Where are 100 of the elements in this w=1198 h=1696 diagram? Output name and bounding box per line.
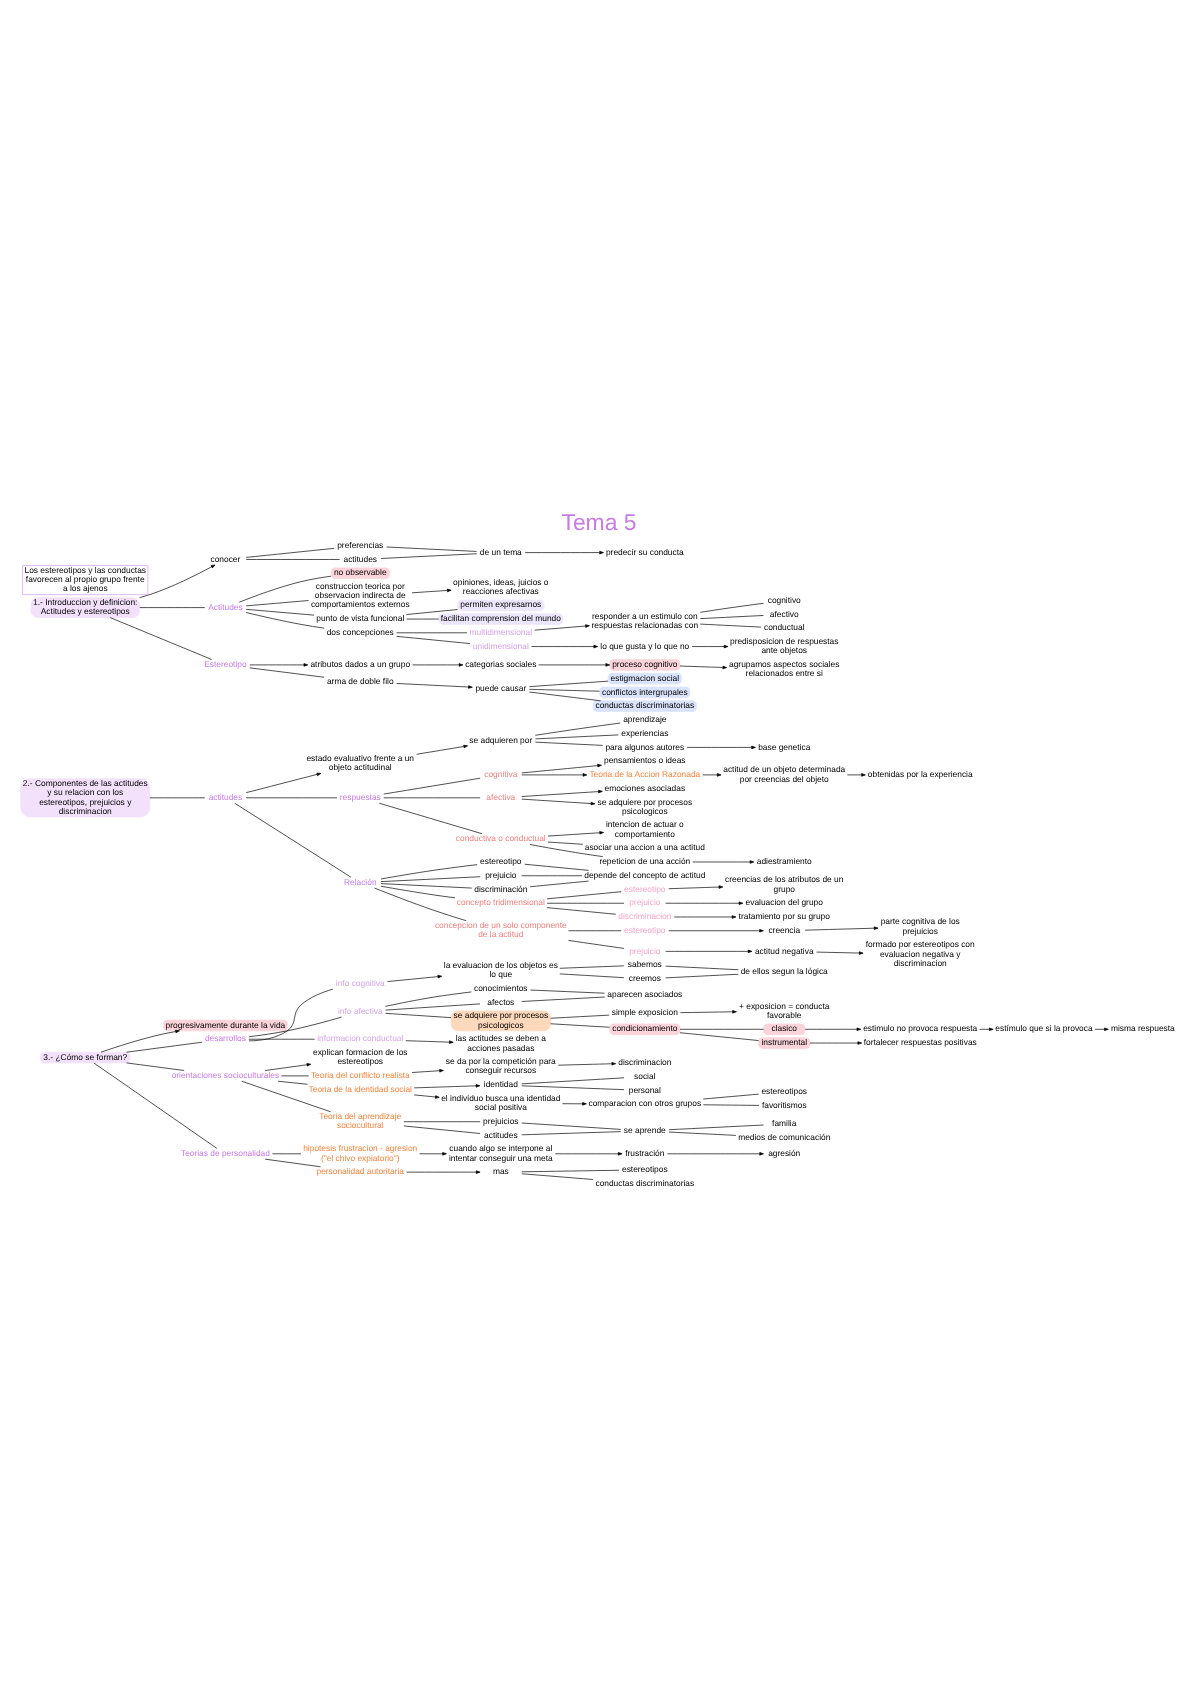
arrow	[521, 762, 602, 773]
connector	[530, 988, 605, 993]
connector	[380, 882, 473, 888]
arrow	[665, 948, 753, 953]
connector	[249, 666, 325, 677]
arrow	[668, 928, 764, 932]
arrow	[521, 772, 588, 776]
connector	[702, 1092, 759, 1099]
connector	[248, 987, 334, 1041]
connector	[238, 574, 332, 602]
arrow	[809, 1040, 863, 1044]
connector	[699, 601, 764, 612]
connector	[529, 843, 604, 856]
arrow	[665, 900, 744, 904]
connector	[547, 840, 584, 844]
arrow	[679, 664, 728, 669]
diagram-title: Tema 5	[561, 511, 637, 536]
arrow	[245, 771, 322, 792]
connector	[380, 884, 456, 898]
arrow	[686, 744, 756, 749]
connector	[529, 879, 589, 887]
arrow	[396, 682, 473, 688]
connector	[529, 688, 600, 691]
connector	[521, 1076, 625, 1084]
arrow	[538, 662, 610, 666]
connector	[524, 862, 589, 870]
arrow	[139, 563, 216, 598]
connector	[406, 608, 458, 614]
connector	[245, 547, 335, 557]
connector	[521, 1084, 625, 1089]
connector	[668, 1123, 764, 1130]
arrow	[534, 623, 590, 630]
arrow	[692, 859, 755, 863]
connector	[385, 1002, 481, 1010]
connector	[396, 634, 471, 643]
connector	[546, 890, 622, 899]
connector	[93, 1061, 218, 1148]
arrow	[547, 830, 604, 836]
arrow	[521, 797, 596, 805]
arrow	[524, 549, 604, 554]
connector	[248, 1037, 315, 1039]
connector	[385, 990, 472, 1006]
arrow	[554, 1151, 623, 1155]
connector	[277, 1079, 308, 1084]
arrow	[846, 772, 866, 776]
connector	[126, 1061, 185, 1070]
connector	[383, 776, 481, 794]
connector	[679, 1031, 759, 1040]
arrow	[406, 1169, 481, 1173]
connector	[568, 939, 625, 948]
connector	[403, 1124, 481, 1133]
connector	[248, 1015, 342, 1037]
connector	[665, 964, 739, 970]
connector	[378, 801, 483, 834]
connector	[559, 964, 625, 968]
connector	[385, 1012, 452, 1017]
arrow	[1094, 1026, 1109, 1030]
connector	[535, 740, 603, 745]
connector	[386, 545, 477, 551]
arrow	[979, 1026, 994, 1030]
connector	[529, 690, 601, 701]
connector	[668, 1130, 737, 1135]
arrow	[557, 1061, 617, 1065]
connector	[550, 1022, 610, 1027]
arrow	[264, 1062, 312, 1070]
arrow	[413, 1093, 440, 1098]
connector	[699, 622, 762, 627]
connector	[245, 611, 325, 628]
connector	[521, 1130, 622, 1135]
connector	[521, 1168, 620, 1172]
connector	[521, 1121, 622, 1129]
arrow	[411, 587, 452, 593]
arrow	[668, 884, 724, 889]
arrow	[680, 1009, 737, 1013]
arrow	[419, 1151, 447, 1155]
arrow	[562, 1101, 587, 1105]
connector	[245, 558, 340, 559]
connector	[234, 801, 352, 877]
arrow	[804, 1026, 862, 1030]
connector	[264, 1157, 321, 1167]
connector	[665, 972, 739, 978]
connector	[546, 906, 617, 914]
connector	[521, 1172, 594, 1179]
arrow	[691, 643, 729, 648]
connector	[380, 552, 478, 558]
arrow	[411, 1068, 444, 1072]
connector	[374, 886, 467, 921]
arrow	[405, 1039, 454, 1043]
arrow	[416, 743, 468, 754]
connector	[245, 607, 315, 615]
connector	[380, 875, 481, 881]
connector	[521, 995, 606, 1001]
arrow	[412, 662, 464, 666]
arrow	[531, 643, 599, 648]
arrow	[702, 772, 722, 776]
arrow	[673, 914, 737, 918]
connector	[534, 721, 621, 735]
connector	[109, 616, 212, 659]
connector	[699, 614, 764, 618]
connector	[529, 679, 609, 686]
